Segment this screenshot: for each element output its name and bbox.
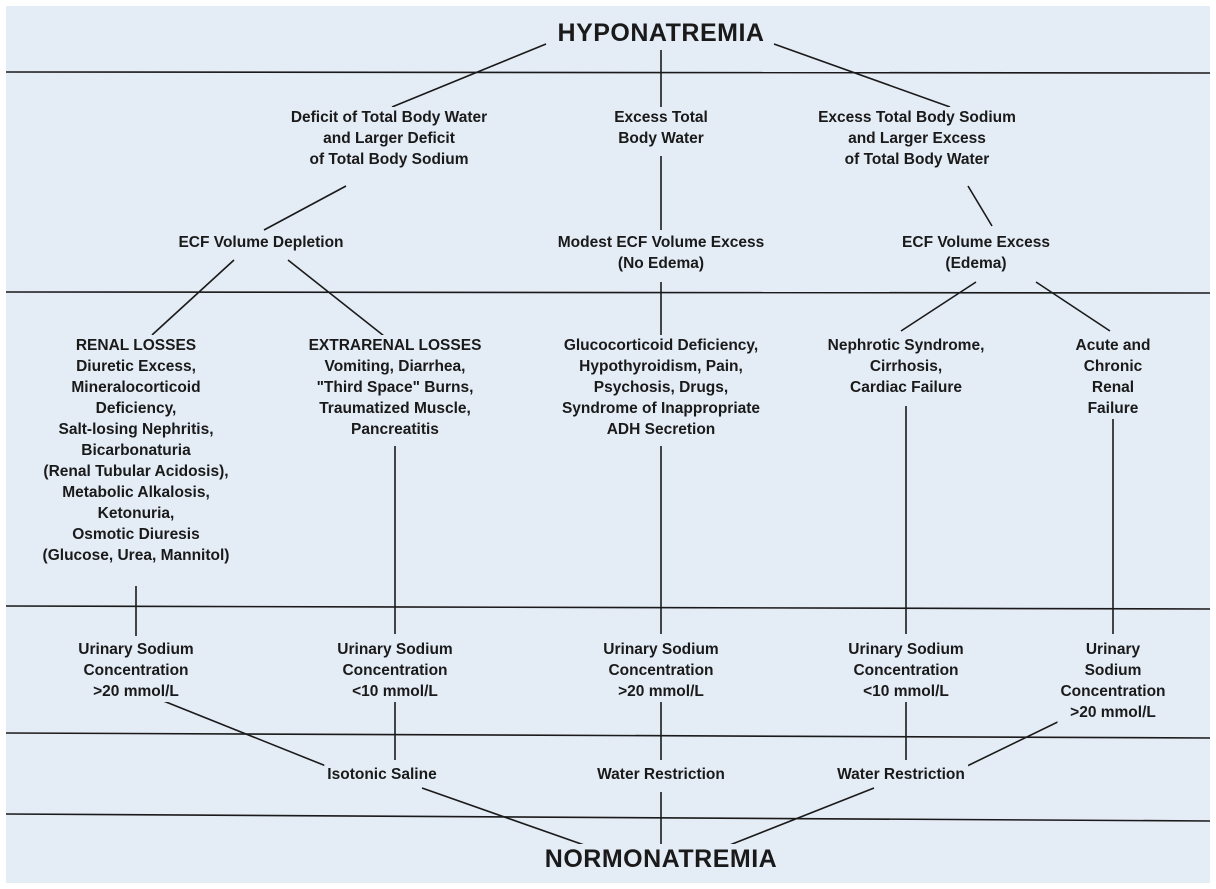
modest-ecf-volume-excess-node: Modest ECF Volume Excess (No Edema) [554, 232, 768, 274]
renal-losses-node: RENAL LOSSES Diuretic Excess, Mineraloco… [39, 335, 233, 566]
connector [391, 43, 547, 108]
divider-line [6, 291, 1210, 294]
water-restriction-node: Water Restriction [834, 764, 968, 785]
ecf-volume-excess-node: ECF Volume Excess (Edema) [899, 232, 1053, 274]
urinary-sodium-node: Urinary Sodium Concentration <10 mmol/L [334, 639, 456, 702]
ecf-volume-depletion-node: ECF Volume Depletion [175, 232, 347, 253]
nephrotic-syndrome-node: Nephrotic Syndrome, Cirrhosis, Cardiac F… [824, 335, 988, 398]
deficit-total-body-water-node: Deficit of Total Body Water and Larger D… [287, 107, 491, 170]
connector [967, 185, 993, 227]
divider-line [6, 732, 1210, 739]
connector [1035, 281, 1111, 332]
connector [900, 281, 977, 332]
glucocorticoid-deficiency-node: Glucocorticoid Deficiency, Hypothyroidis… [558, 335, 764, 440]
urinary-sodium-node: Urinary Sodium Concentration <10 mmol/L [845, 639, 967, 702]
excess-total-body-water-node: Excess Total Body Water [611, 107, 711, 149]
urinary-sodium-node: Urinary Sodium Concentration >20 mmol/L [600, 639, 722, 702]
connector [151, 259, 235, 336]
water-restriction-node: Water Restriction [594, 764, 728, 785]
connector [711, 787, 875, 853]
extrarenal-losses-node: EXTRARENAL LOSSES Vomiting, Diarrhea, "T… [305, 335, 485, 440]
connector [263, 185, 347, 231]
isotonic-saline-node: Isotonic Saline [324, 764, 440, 785]
connector [287, 259, 385, 337]
divider-line [6, 813, 1210, 822]
connector [773, 43, 951, 108]
normonatremia-outcome: NORMONATREMIA [541, 844, 781, 874]
diagram-title: HYPONATREMIA [554, 18, 768, 48]
divider-line [6, 71, 1210, 74]
urinary-sodium-node: Urinary Sodium Concentration >20 mmol/L [1057, 639, 1169, 723]
renal-failure-node: Acute and Chronic Renal Failure [1064, 335, 1162, 419]
divider-line [6, 605, 1210, 610]
urinary-sodium-node: Urinary Sodium Concentration >20 mmol/L [75, 639, 197, 702]
connector [421, 787, 605, 853]
connector-lines [6, 43, 1210, 853]
excess-total-body-sodium-node: Excess Total Body Sodium and Larger Exce… [815, 107, 1019, 170]
connector [160, 699, 332, 769]
flowchart-canvas: HYPONATREMIA Deficit of Total Body Water… [6, 6, 1210, 883]
